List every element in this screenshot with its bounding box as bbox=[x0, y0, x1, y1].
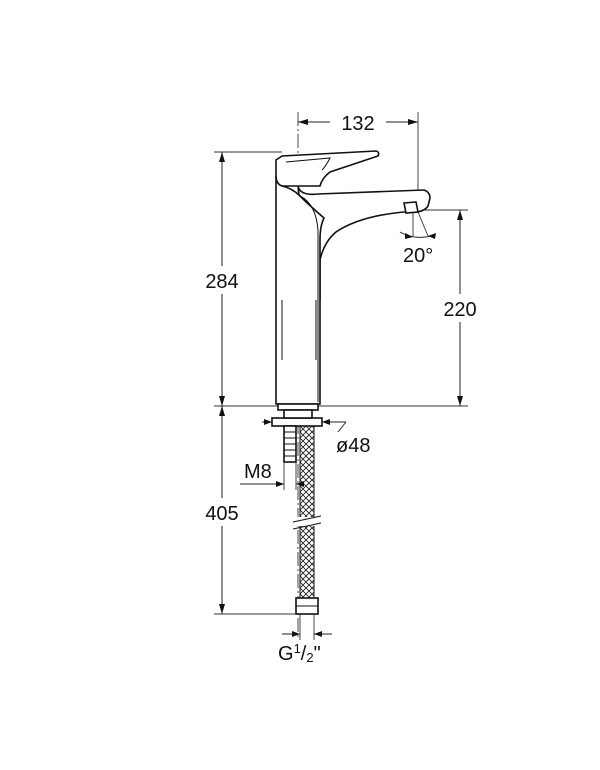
dimension-48: ø48 bbox=[262, 419, 370, 457]
spout-height-label: 220 bbox=[443, 299, 476, 321]
total-height-label: 284 bbox=[205, 271, 238, 293]
dimension-m8: M8 bbox=[240, 461, 304, 490]
mounting-hardware bbox=[271, 403, 323, 615]
braided-hose bbox=[299, 425, 315, 599]
hose-length-label: 405 bbox=[205, 503, 238, 525]
dimension-connection: G1/2" bbox=[278, 614, 332, 665]
column bbox=[275, 175, 325, 405]
connection-label: G1/2" bbox=[278, 641, 321, 665]
dimension-405: 405 bbox=[198, 406, 296, 615]
spout-reach-label: 132 bbox=[341, 113, 374, 135]
dimension-220: 220 bbox=[318, 209, 484, 407]
lever-handle bbox=[275, 150, 380, 187]
aerator bbox=[403, 201, 419, 214]
dimension-284: 284 bbox=[198, 151, 282, 407]
faucet-body bbox=[275, 150, 431, 405]
dimension-132: 132 bbox=[298, 110, 419, 205]
spout-angle-label: 20° bbox=[403, 245, 433, 267]
dimension-20-degree: 20° bbox=[399, 211, 436, 267]
thread-label: M8 bbox=[244, 461, 272, 483]
base-diameter-label: ø48 bbox=[336, 435, 370, 457]
